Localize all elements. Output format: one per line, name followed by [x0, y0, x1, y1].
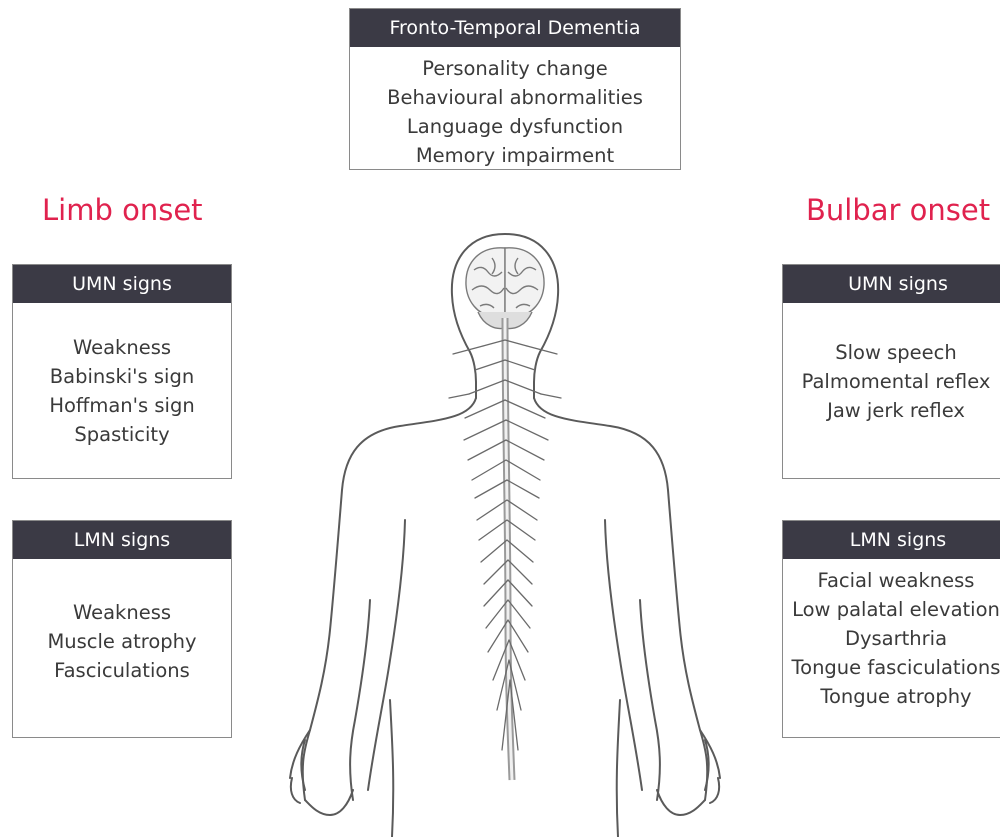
limb-lmn-title: LMN signs: [13, 521, 231, 559]
list-item: Tongue fasciculations: [783, 653, 1000, 682]
limb-lmn-box: LMN signs Weakness Muscle atrophy Fascic…: [12, 520, 232, 738]
list-item: Muscle atrophy: [13, 627, 231, 656]
brain-icon: [466, 248, 544, 329]
bulbar-onset-heading: Bulbar onset: [806, 193, 990, 227]
bulbar-umn-box: UMN signs Slow speech Palmomental reflex…: [782, 264, 1000, 479]
list-item: Jaw jerk reflex: [783, 396, 1000, 425]
list-item: Palmomental reflex: [783, 367, 1000, 396]
list-item: Tongue atrophy: [783, 682, 1000, 711]
right-hand: [657, 730, 720, 815]
body-outline-right: [534, 398, 707, 800]
list-item: Slow speech: [783, 338, 1000, 367]
list-item: Language dysfunction: [350, 112, 680, 141]
list-item: Weakness: [13, 333, 231, 362]
bulbar-lmn-box: LMN signs Facial weakness Low palatal el…: [782, 520, 1000, 738]
list-item: Babinski's sign: [13, 362, 231, 391]
ftd-items: Personality change Behavioural abnormali…: [350, 47, 680, 170]
body-outline-left: [303, 398, 476, 800]
list-item: Personality change: [350, 54, 680, 83]
list-item: Dysarthria: [783, 624, 1000, 653]
list-item: Memory impairment: [350, 141, 680, 170]
left-hand: [290, 730, 353, 815]
list-item: Spasticity: [13, 420, 231, 449]
list-item: Low palatal elevation: [783, 595, 1000, 624]
limb-onset-heading: Limb onset: [42, 193, 203, 227]
ftd-box: Fronto-Temporal Dementia Personality cha…: [349, 8, 681, 170]
list-item: Behavioural abnormalities: [350, 83, 680, 112]
list-item: Hoffman's sign: [13, 391, 231, 420]
list-item: Fasciculations: [13, 656, 231, 685]
list-item: Weakness: [13, 598, 231, 627]
limb-umn-title: UMN signs: [13, 265, 231, 303]
limb-umn-box: UMN signs Weakness Babinski's sign Hoffm…: [12, 264, 232, 479]
list-item: Facial weakness: [783, 566, 1000, 595]
bulbar-umn-title: UMN signs: [783, 265, 1000, 303]
bulbar-lmn-title: LMN signs: [783, 521, 1000, 559]
ftd-title: Fronto-Temporal Dementia: [350, 9, 680, 47]
